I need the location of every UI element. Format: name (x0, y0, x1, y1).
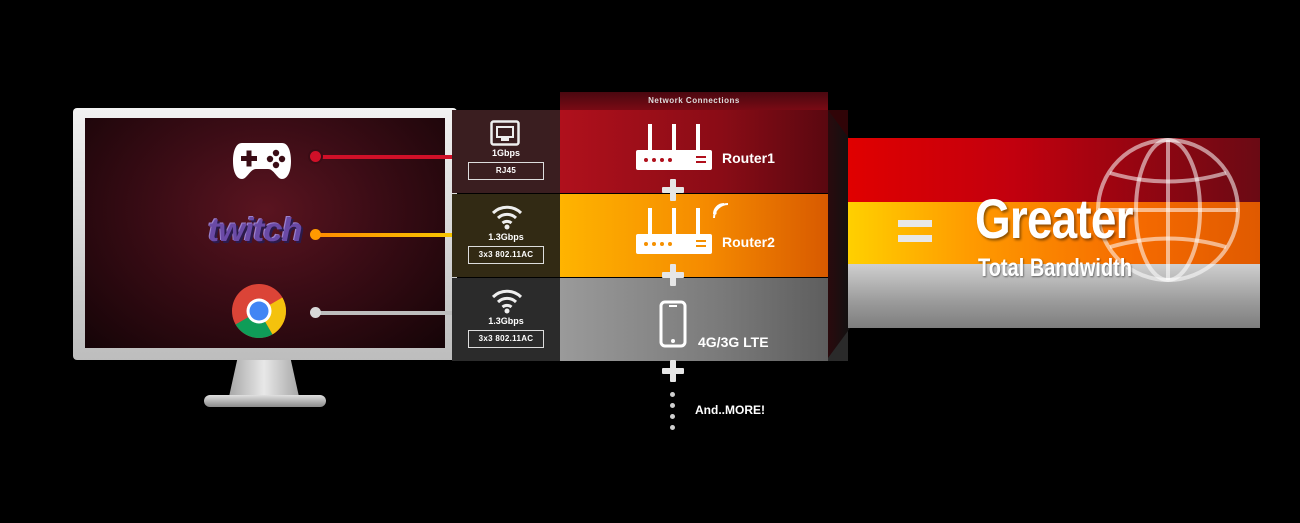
ellipsis-dot (670, 403, 675, 408)
monitor-base (204, 395, 326, 407)
network-connections-header: Network Connections (560, 92, 828, 110)
smartphone-icon (659, 300, 687, 348)
connection-label: Router1 (722, 150, 775, 166)
interface-standard: 3x3 802.11AC (468, 330, 544, 348)
result-headline: Greater (975, 187, 1133, 250)
connector-dot-yellow (310, 229, 321, 240)
router-wifi-icon (636, 203, 729, 254)
connection-band-lte: 4G/3G LTE (560, 278, 828, 361)
ellipsis-dot (670, 425, 675, 430)
connection-band-router2: Router2 (560, 194, 828, 277)
connector-line-yellow (315, 233, 478, 237)
wifi-icon (491, 205, 523, 230)
interface-standard: RJ45 (468, 162, 544, 180)
connection-label: 4G/3G LTE (698, 334, 769, 350)
ellipsis-dot (670, 392, 675, 397)
interface-rate: 1Gbps (491, 148, 520, 158)
connector-line-gray (315, 311, 478, 315)
connector-dot-gray (310, 307, 321, 318)
wifi-icon (491, 289, 523, 314)
connection-label: Router2 (722, 234, 775, 250)
twitch-logo: twitch (207, 211, 303, 248)
connector-dot-red (310, 151, 321, 162)
interface-panel-wifi-1: 1.3Gbps 3x3 802.11AC (452, 194, 560, 277)
ellipsis-dot (670, 414, 675, 419)
router-icon (636, 124, 712, 170)
connection-band-router1: Router1 (560, 110, 828, 193)
plus-icon (660, 262, 686, 288)
ethernet-port-icon (490, 120, 520, 146)
globe-icon (1096, 138, 1240, 282)
interface-standard: 3x3 802.11AC (468, 246, 544, 264)
plus-icon (660, 177, 686, 203)
plus-icon (660, 358, 686, 384)
monitor-stand (228, 360, 300, 398)
result-taper (828, 110, 850, 358)
chrome-icon (232, 284, 286, 339)
gamepad-icon (233, 143, 291, 179)
interface-rate: 1.3Gbps (488, 232, 524, 242)
result-band-red (848, 138, 1260, 202)
interface-panel-rj45: 1Gbps RJ45 (452, 110, 560, 193)
more-label: And..MORE! (695, 403, 765, 417)
interface-rate: 1.3Gbps (488, 316, 524, 326)
result-subline: Total Bandwidth (978, 254, 1133, 282)
interface-panel-wifi-2: 1.3Gbps 3x3 802.11AC (452, 278, 560, 361)
connector-line-red (315, 155, 478, 159)
equals-icon (898, 220, 932, 244)
